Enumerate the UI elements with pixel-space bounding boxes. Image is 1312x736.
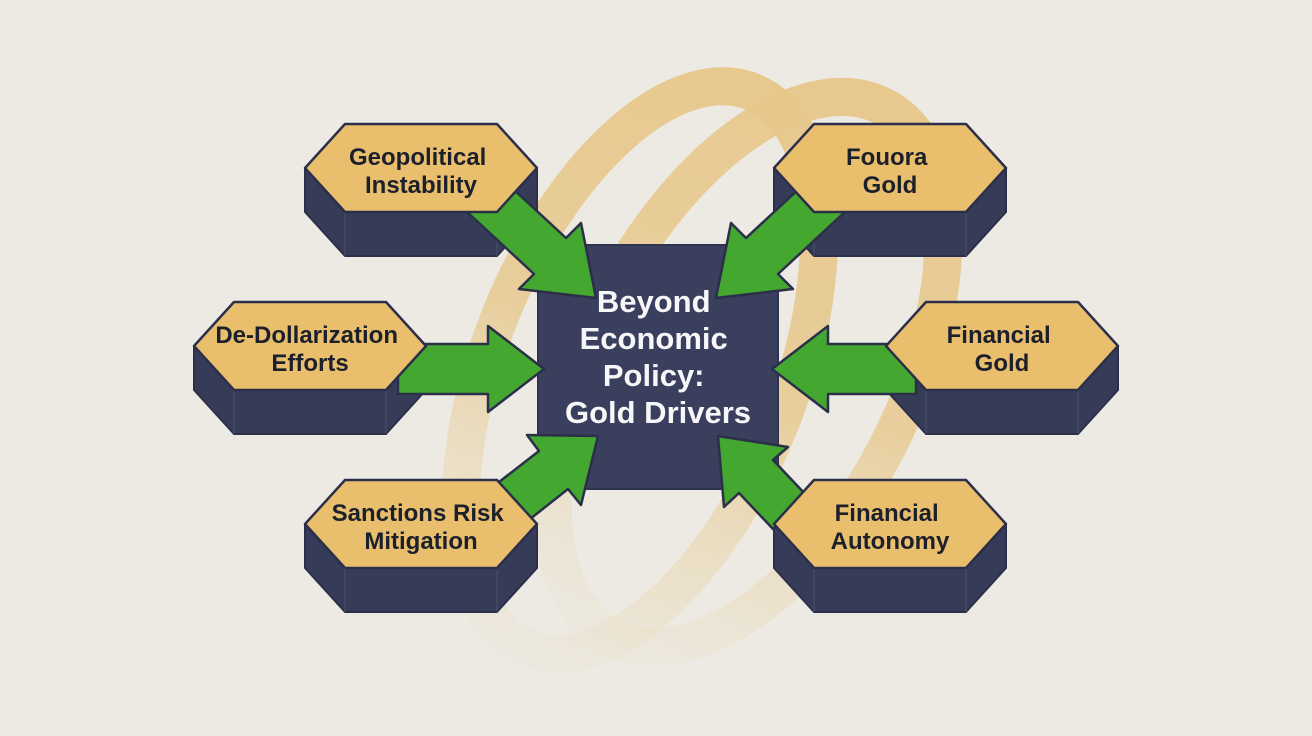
label-sanctions-risk: Sanctions Risk Mitigation	[332, 500, 511, 555]
label-line: Autonomy	[831, 528, 950, 555]
hex-seam	[233, 390, 387, 434]
hex-seam	[344, 568, 498, 612]
center-title: Beyond Economic Policy: Gold Drivers	[565, 284, 751, 430]
label-geopolitical-instability: Geopolitical Instability	[349, 144, 493, 199]
arrow-financial-gold-to-center	[770, 324, 918, 414]
label-financial-gold: Financial Gold	[947, 322, 1058, 377]
label-line: Gold	[863, 172, 918, 199]
hex-seam	[813, 568, 967, 612]
hex-labels: Geopolitical Instability Fouora Gold De-…	[215, 144, 1058, 555]
center-title-line-2: Economic	[580, 321, 728, 356]
center-title-line-1: Beyond	[597, 284, 711, 319]
hex-node-de-dollarization	[192, 300, 428, 392]
hex-node-financial-autonomy	[772, 478, 1008, 570]
gold-swoosh-ring-left	[442, 67, 838, 673]
arrow-autonomy-to-center	[716, 434, 809, 531]
label-line: Gold	[975, 350, 1030, 377]
label-line: Sanctions Risk	[332, 500, 505, 527]
hex-node-financial-gold	[884, 300, 1120, 392]
label-line: Instability	[365, 172, 478, 199]
center-title-line-3: Policy:	[603, 358, 705, 393]
arrow-dedollarization-to-center	[396, 324, 546, 414]
hex-seam	[925, 390, 1079, 434]
label-line: Fouora	[846, 144, 928, 171]
label-line: Financial	[947, 322, 1051, 349]
hex-faces	[192, 122, 1120, 570]
hex-node-fouora-gold	[772, 122, 1008, 214]
label-line: Efforts	[271, 350, 348, 377]
label-line: De-Dollarization	[215, 322, 398, 349]
label-line: Geopolitical	[349, 144, 486, 171]
label-financial-autonomy: Financial Autonomy	[831, 500, 950, 555]
center-title-line-4: Gold Drivers	[565, 395, 751, 430]
label-de-dollarization: De-Dollarization Efforts	[215, 322, 404, 377]
hex-node-geopolitical-instability	[303, 122, 539, 214]
label-line: Mitigation	[364, 528, 477, 555]
label-line: Financial	[835, 500, 939, 527]
label-fouora-gold: Fouora Gold	[846, 144, 934, 199]
hex-node-sanctions-risk	[303, 478, 539, 570]
